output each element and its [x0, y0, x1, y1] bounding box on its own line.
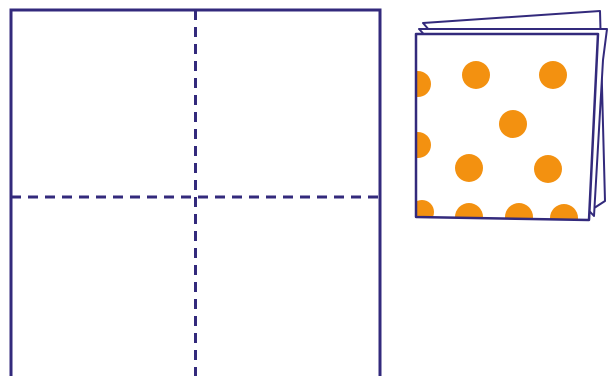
polka-dot [455, 154, 483, 182]
polka-dot [410, 200, 434, 224]
polka-dot [505, 203, 533, 231]
polka-dot [539, 61, 567, 89]
polka-dot [462, 61, 490, 89]
polka-dot [534, 155, 562, 183]
polka-dot [550, 204, 578, 232]
polka-dot [405, 71, 431, 97]
folded-square [11, 10, 380, 376]
paper-stack [405, 11, 607, 232]
front-sheet [405, 34, 598, 232]
polka-dot [499, 110, 527, 138]
polka-dot [405, 132, 431, 158]
